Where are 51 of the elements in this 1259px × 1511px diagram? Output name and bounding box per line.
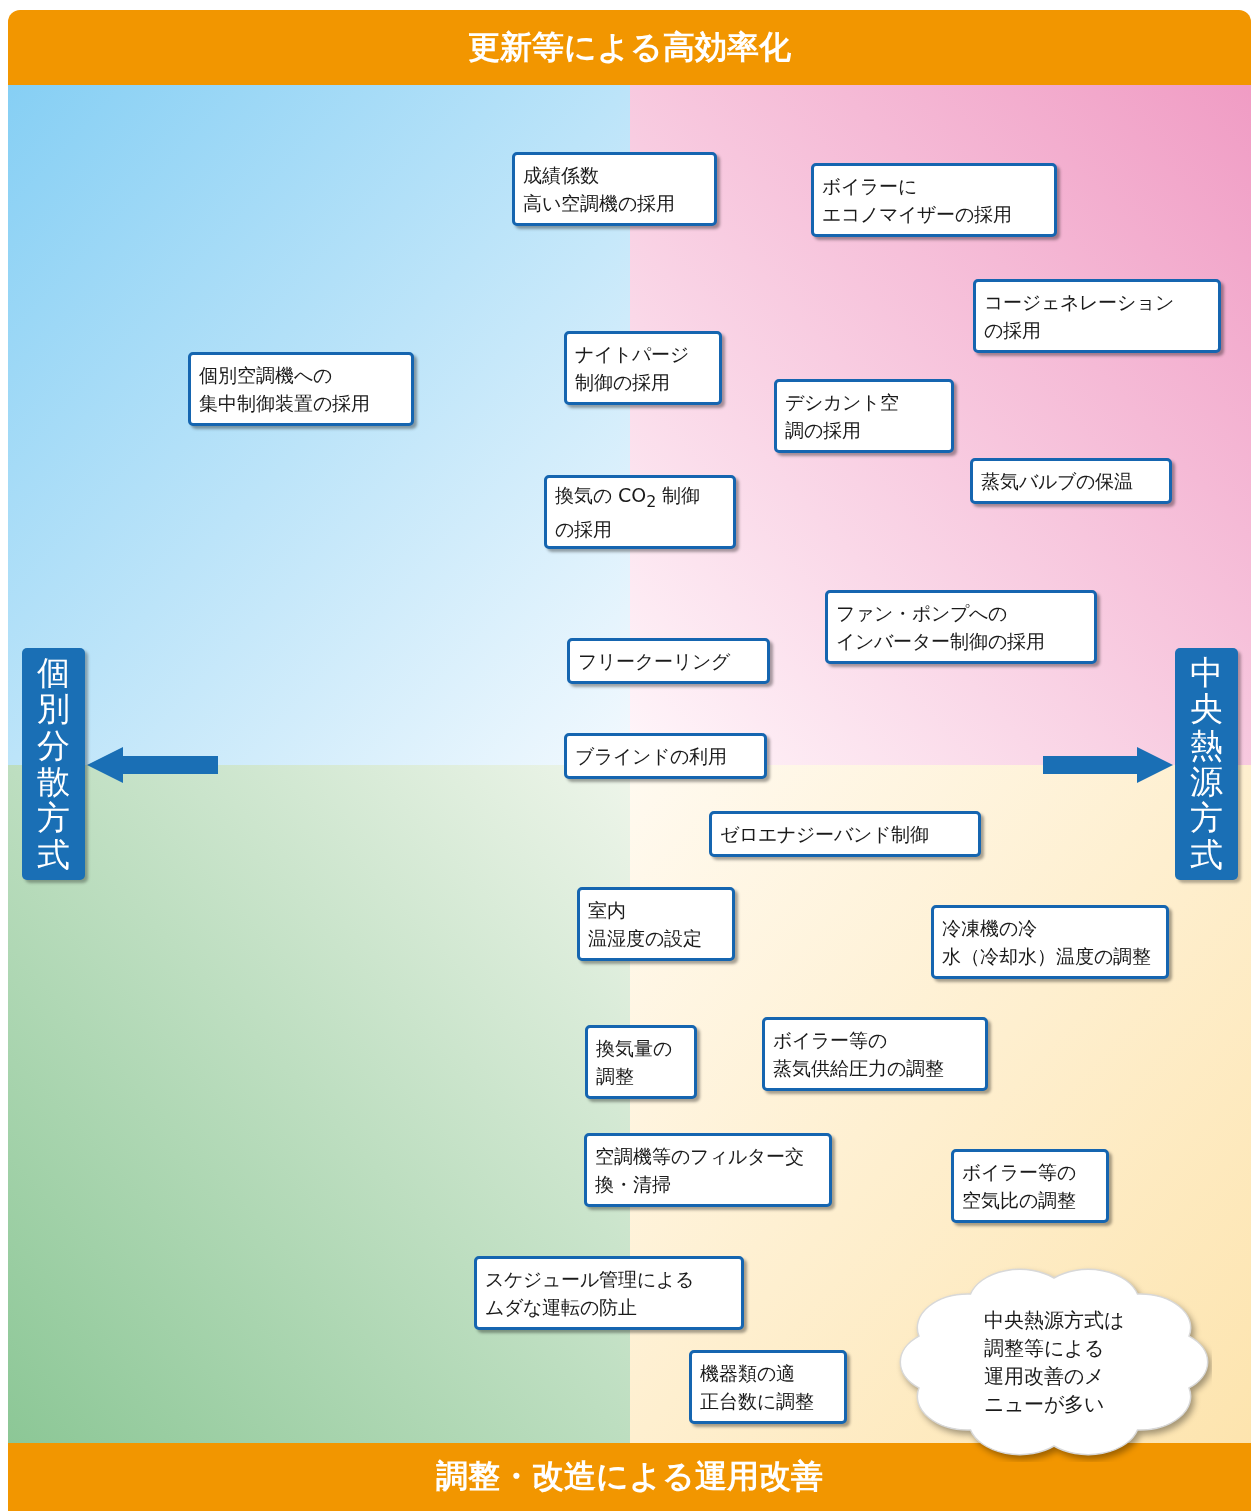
measure-box (585, 1025, 697, 1099)
measure-box (973, 279, 1221, 353)
band-heading: 調整・改造による運用改善 (436, 1456, 823, 1497)
measure-box (567, 638, 770, 684)
measure-box (564, 733, 767, 779)
measure-box (774, 379, 954, 453)
measure-box (825, 590, 1097, 664)
side-heading: 個別分散方式 (37, 655, 70, 873)
measure-box (762, 1017, 988, 1091)
box-text: 冷凍機の冷水（冷却水）温度の調整 (942, 916, 1151, 969)
thick-arrow (1043, 747, 1173, 783)
box-text: ナイトパージ制御の採用 (575, 342, 689, 395)
box-text: スケジュール管理によるムダな運転の防止 (485, 1267, 694, 1320)
box-text: ゼロエナジーバンド制御 (720, 822, 929, 847)
measure-box (188, 352, 414, 426)
box-text: 機器類の適正台数に調整 (700, 1361, 814, 1414)
header-band (8, 10, 1251, 85)
measure-box (811, 163, 1057, 237)
measure-box (584, 1133, 832, 1207)
measure-box (474, 1256, 744, 1330)
measure-box (951, 1149, 1109, 1223)
box-text: 成績係数高い空調機の採用 (523, 163, 675, 216)
measure-box (931, 905, 1169, 979)
measure-box (577, 887, 735, 961)
box-text: 中央熱源方式は調整等による運用改善のメニューが多い (984, 1307, 1124, 1418)
box-text: デシカント空調の採用 (785, 390, 899, 443)
header-band (8, 1443, 1251, 1511)
box-text: ファン・ポンプへのインバーター制御の採用 (836, 601, 1045, 654)
box-text: 蒸気バルブの保温 (981, 469, 1133, 494)
measure-box (970, 458, 1172, 504)
side-label-box (1175, 648, 1238, 880)
box-text: 室内温湿度の設定 (588, 898, 702, 951)
side-label-box (22, 648, 85, 880)
measure-box (544, 475, 736, 549)
thick-arrow (87, 747, 218, 783)
box-text: フリークーリング (578, 649, 730, 674)
side-heading: 中央熱源方式 (1190, 655, 1223, 873)
band-heading: 更新等による高効率化 (468, 26, 791, 68)
box-text: ブラインドの利用 (575, 744, 727, 769)
box-text: ボイラー等の空気比の調整 (962, 1160, 1076, 1213)
box-text: 換気量の調整 (596, 1036, 672, 1089)
box-text: 換気の CO$_{2}$ 制御の採用 (555, 482, 701, 543)
box-text: コージェネレーションの採用 (984, 290, 1174, 343)
measure-box (564, 331, 722, 405)
measure-box (689, 1350, 847, 1424)
box-text: ボイラーにエコノマイザーの採用 (822, 174, 1012, 227)
measure-box (512, 152, 717, 226)
box-text: 空調機等のフィルター交換・清掃 (595, 1144, 804, 1197)
measure-box (709, 811, 981, 857)
box-text: 個別空調機への集中制御装置の採用 (199, 363, 370, 416)
box-text: ボイラー等の蒸気供給圧力の調整 (773, 1028, 944, 1081)
